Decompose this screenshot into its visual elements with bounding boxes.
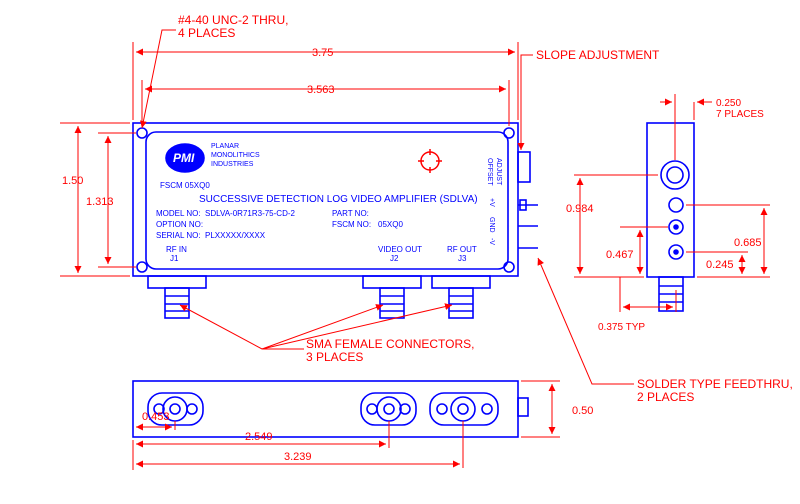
serial-label: SERIAL NO: [156,231,201,240]
mounting-hole [503,261,515,273]
sma-connector-j3 [431,275,491,319]
slope-adjust-nut [660,160,690,190]
callout-holes-line-1: #4-40 UNC-2 THRU, [178,13,288,27]
label-title: SUCCESSIVE DETECTION LOG VIDEO AMPLIFIER… [199,194,478,205]
side-gnd: GND [488,217,495,233]
side-adjust: ADJUST [495,158,502,186]
bottom-connector-j3 [429,392,499,426]
dim-typ: 0.375 TYP [598,322,645,333]
port-j3: J3 [458,254,467,263]
dim-hole-spacing-x: 3.563 [307,84,335,96]
side-offset: OFFSET [486,158,493,186]
bottom-connector-j2 [360,392,417,426]
dim-overall-height: 1.50 [62,175,83,187]
dim-minus-height: 0.245 [706,259,734,271]
bottom-view [132,380,529,438]
fscm-value: 05XQ0 [378,220,403,229]
dim-j2-offset: 2.549 [245,431,273,443]
callout-slope: SLOPE ADJUSTMENT [536,48,660,62]
port-j2: J2 [390,254,399,263]
slope-adjust-screw [666,166,684,184]
side-plus-v: +V [488,198,495,207]
dim-side-places: 7 PLACES [716,109,764,120]
callout-feedthru-line-1: SOLDER TYPE FEEDTHRU, [637,377,793,391]
dimension-lines [60,29,770,470]
dim-plus-height: 0.685 [734,237,762,249]
side-sma-connector [658,276,684,312]
mounting-hole [136,127,148,139]
side-minus-v: -V [488,238,495,245]
label-panel [145,131,509,270]
mounting-hole [503,127,515,139]
dim-j1-offset: 0.453 [142,411,170,423]
company-line-3: INDUSTRIES [211,161,254,168]
dim-slope-height: 0.984 [566,203,594,215]
product-label: PMI PLANAR MONOLITHICS INDUSTRIES FSCM 0… [156,143,502,263]
side-view [646,122,695,312]
dim-overall-length: 3.75 [312,47,333,59]
housing-outline [132,122,519,277]
serial-value: PLXXXXX/XXXX [205,231,266,240]
callout-feedthru-line-2: 2 PLACES [637,390,694,404]
port-j1: J1 [170,254,179,263]
bottom-connector-j1 [147,392,204,426]
dim-side-width: 0.250 [716,98,741,109]
bottom-adjust-knob [517,397,529,417]
slope-adjust-knob [517,151,531,183]
dim-gnd-height: 0.467 [606,249,634,261]
target-icon [418,149,442,173]
callout-holes-line-2: 4 PLACES [178,26,235,40]
port-video-out: VIDEO OUT [378,245,422,254]
port-rf-in: RF IN [166,245,187,254]
callout-sma-line-1: SMA FEMALE CONNECTORS, [306,337,474,351]
pmi-logo [165,143,205,173]
logo-fscm: FSCM 05XQ0 [160,181,210,190]
port-rf-out: RF OUT [447,245,477,254]
company-line-2: MONOLITHICS [211,152,260,159]
feedthru-body [519,199,527,211]
model-value: SDLVA-0R71R3-75-CD-2 [205,209,296,218]
dim-hole-spacing-y: 1.313 [86,196,114,208]
dim-bottom-thickness: 0.50 [572,405,593,417]
feedthru-plus [668,197,684,213]
callout-sma-line-2: 3 PLACES [306,350,363,364]
dimension-text: #4-40 UNC-2 THRU, 4 PLACES SLOPE ADJUSTM… [62,13,793,463]
front-view [132,122,538,319]
option-label: OPTION NO: [156,220,203,229]
feedthru-minus [668,244,684,260]
company-line-1: PLANAR [211,143,239,150]
part-label: PART NO: [332,209,369,218]
sma-connector-j1 [147,275,207,319]
sma-connector-j2 [362,275,422,319]
dim-j3-offset: 3.239 [284,451,312,463]
logo-text: PMI [173,151,195,165]
fscm-label: FSCM NO: [332,220,371,229]
mounting-hole [136,261,148,273]
feedthru-gnd [668,219,684,235]
model-label: MODEL NO: [156,209,201,218]
bottom-outline [132,380,519,438]
